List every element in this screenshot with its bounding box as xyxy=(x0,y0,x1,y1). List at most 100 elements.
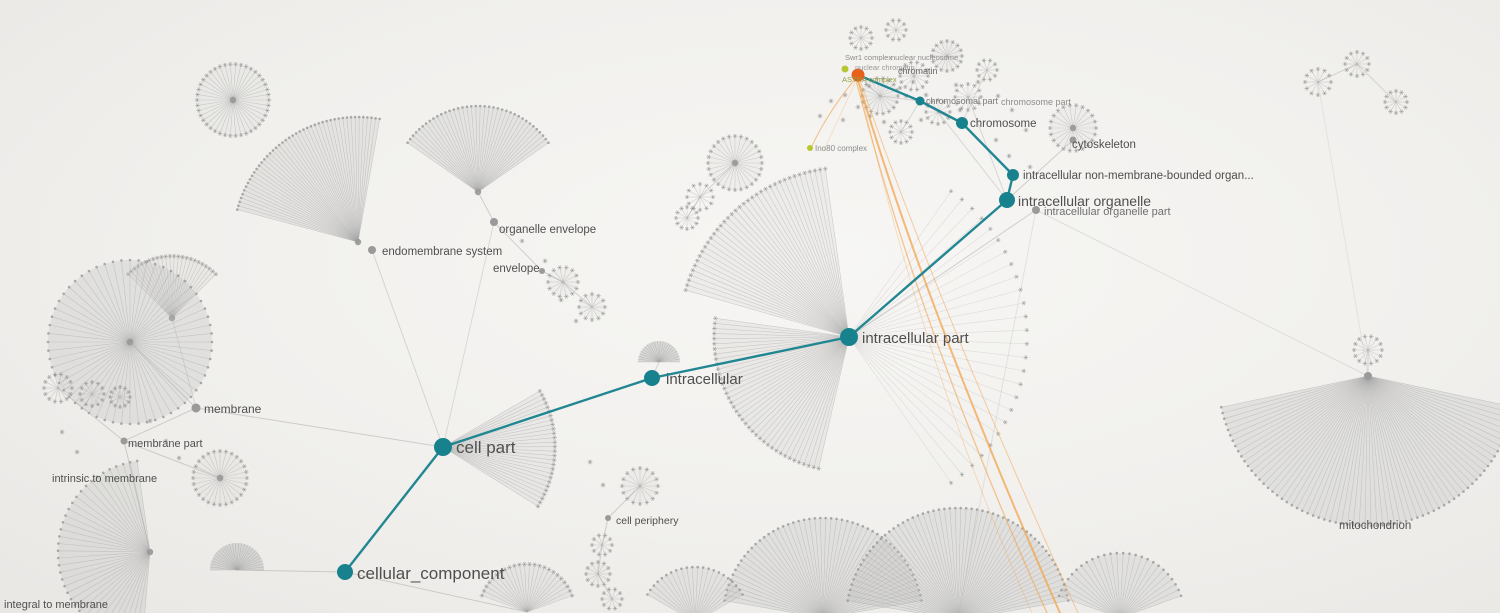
label-nuclear-nucleosome[interactable]: nuclear nucleosome xyxy=(891,53,958,62)
label-endomembrane-system[interactable]: endomembrane system xyxy=(382,246,502,258)
node-membrane-hub[interactable] xyxy=(191,403,201,413)
leaf-node-glyph xyxy=(122,386,128,391)
leaf-node-glyph xyxy=(778,451,783,456)
label-intracellular[interactable]: intracellular xyxy=(666,371,743,388)
leaf-node-glyph xyxy=(109,389,114,395)
leaf-node-glyph xyxy=(542,565,547,570)
leaf-node-glyph xyxy=(196,87,201,92)
leaf-node-glyph xyxy=(637,465,643,471)
leaf-node-glyph xyxy=(155,255,160,260)
label-cytoskeleton[interactable]: cytoskeleton xyxy=(1072,139,1136,151)
graph-edge xyxy=(562,281,593,308)
leaf-node-glyph xyxy=(238,492,244,497)
node-membrane-part-hub[interactable] xyxy=(120,437,128,445)
node-term-lime-1[interactable] xyxy=(841,65,849,73)
node-endomembrane-system-hub[interactable] xyxy=(368,246,376,254)
leaf-node-glyph xyxy=(897,73,903,79)
node-cellular-component[interactable] xyxy=(337,564,353,580)
leaf-node-glyph xyxy=(243,131,249,136)
label-cell-periphery[interactable]: cell periphery xyxy=(616,515,679,527)
leaf-node-glyph xyxy=(1399,109,1404,114)
leaf-node-glyph xyxy=(191,469,196,475)
label-astra-complex[interactable]: ASTRA complex xyxy=(842,75,897,84)
leaf-node-glyph xyxy=(139,261,144,267)
label-chromosome[interactable]: chromosome xyxy=(970,118,1036,130)
label-membrane-part[interactable]: membrane part xyxy=(128,438,203,450)
node-cell-periphery-hub[interactable] xyxy=(605,515,611,521)
leaf-node-glyph xyxy=(737,204,742,210)
leaf-node-glyph xyxy=(763,186,768,192)
leaf-node-glyph xyxy=(1357,336,1362,342)
leaf-node-glyph xyxy=(583,571,589,577)
leaf-node-glyph xyxy=(238,459,244,464)
leaf-node-glyph xyxy=(79,397,84,403)
label-intrinsic-to-membrane[interactable]: intrinsic to membrane xyxy=(52,473,157,485)
label-intracellular-part[interactable]: intracellular part xyxy=(862,330,970,347)
node-chromosomal-part[interactable] xyxy=(915,96,925,106)
label-cellular-component[interactable]: cellular_component xyxy=(357,564,505,583)
leaf-node-glyph xyxy=(708,149,713,154)
leaf-node-glyph xyxy=(1368,361,1374,366)
label-chromosome-part[interactable]: chromosome part xyxy=(1001,97,1072,107)
label-membrane[interactable]: membrane xyxy=(204,402,262,416)
leaf-node-glyph xyxy=(874,76,880,81)
node-cytoskeleton-hub[interactable] xyxy=(1069,136,1077,144)
label-ino80-complex[interactable]: Ino80 complex xyxy=(815,144,867,153)
label-chromosomal-part[interactable]: chromosomal part xyxy=(926,96,999,106)
leaf-node-glyph xyxy=(1344,67,1349,73)
fan-mitochondrion xyxy=(1220,375,1500,528)
label-mitochondrion[interactable]: mitochondrion xyxy=(1339,520,1411,532)
label-swr1-complex[interactable]: Swr1 complex xyxy=(845,53,892,62)
leaf-node-glyph xyxy=(939,39,944,45)
node-cell-part[interactable] xyxy=(434,438,452,456)
node-envelope-hub[interactable] xyxy=(539,268,545,274)
node-organelle-envelope-hub[interactable] xyxy=(490,218,498,226)
graph-edge xyxy=(848,209,1037,338)
node-intracellular-non-membrane-bounded-organelle[interactable] xyxy=(1007,169,1019,181)
leaf-node-glyph xyxy=(965,81,971,87)
label-cell-part[interactable]: cell part xyxy=(456,438,516,457)
node-chromosome[interactable] xyxy=(956,117,968,129)
leaf-node-glyph xyxy=(217,64,223,69)
node-ino80-complex[interactable] xyxy=(807,145,813,151)
leaf-node-glyph xyxy=(769,445,775,451)
label-intracellular-non-membrane-bounded-organ[interactable]: intracellular non-membrane-bounded organ… xyxy=(1023,170,1254,182)
node-selected-term[interactable] xyxy=(851,68,865,82)
leaf-node-glyph xyxy=(198,113,203,118)
graph-edge xyxy=(493,221,543,272)
leaf-node-glyph xyxy=(728,400,734,405)
leaf-node-glyph xyxy=(654,490,659,496)
leaf-node-glyph xyxy=(644,467,650,472)
leaf-node-glyph xyxy=(180,254,185,260)
leaf-node-glyph xyxy=(887,129,893,135)
label-integral-to-membrane[interactable]: integral to membrane xyxy=(4,599,108,611)
leaf-node-glyph xyxy=(607,548,613,553)
node-intracellular-part[interactable] xyxy=(840,328,858,346)
leaf-node-glyph xyxy=(117,384,123,390)
leaf-node-glyph xyxy=(726,395,731,401)
node-mitochondrion-hub[interactable] xyxy=(1364,372,1372,380)
label-intracellular-organelle[interactable]: intracellular organelle xyxy=(1018,193,1151,209)
node-intracellular-organelle[interactable] xyxy=(999,192,1015,208)
node-organelle-part-hub[interactable] xyxy=(1032,206,1040,214)
label-envelope[interactable]: envelope xyxy=(493,263,540,275)
leaf-node-glyph xyxy=(686,188,691,193)
leaf-node-glyph xyxy=(740,417,745,422)
leaf-node-glyph xyxy=(176,254,181,259)
highlight-path-edge xyxy=(918,99,964,125)
leaf-node-glyph xyxy=(914,87,920,92)
leaf-node-glyph xyxy=(1302,79,1308,85)
leaf-node-glyph xyxy=(853,45,858,50)
leaf-node-glyph xyxy=(955,64,960,69)
label-organelle-envelope[interactable]: organelle envelope xyxy=(499,224,596,236)
leaf-node-glyph xyxy=(583,316,588,321)
label-nuclear-chromatin[interactable]: nuclear chromatin xyxy=(855,63,915,72)
label-chromatin[interactable]: chromatin xyxy=(898,66,938,76)
leaf-node-glyph xyxy=(171,253,177,259)
leaf-node-glyph xyxy=(589,582,595,587)
leaf-node-glyph xyxy=(732,187,738,193)
label-intracellular-organelle-part[interactable]: intracellular organelle part xyxy=(1044,206,1171,218)
leaf-node-glyph xyxy=(52,399,58,404)
leaf-node-glyph xyxy=(244,469,249,475)
node-intracellular[interactable] xyxy=(644,370,660,386)
